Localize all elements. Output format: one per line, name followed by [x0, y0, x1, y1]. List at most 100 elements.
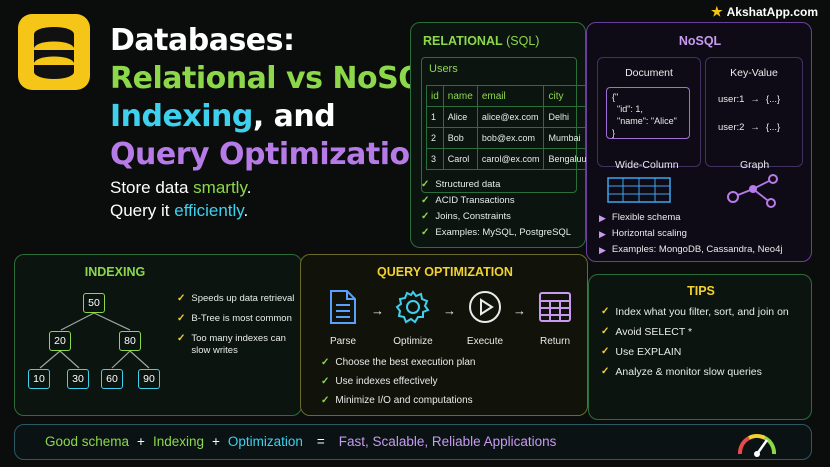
- check-icon: ✓: [177, 313, 186, 324]
- kv-key: user:2: [718, 122, 745, 133]
- kv-value: {...}: [765, 122, 781, 133]
- kv-row-1: user:1 → {...}: [718, 94, 780, 105]
- wide-column-table-icon: [607, 177, 671, 208]
- json-line: "name": "Alice": [612, 116, 677, 126]
- arrow-right-icon: →: [750, 94, 760, 105]
- check-icon: ✓: [601, 326, 610, 337]
- tips-title: TIPS: [687, 284, 715, 298]
- query-optimization-panel: QUERY OPTIMIZATION Parse → Optimize → Ex…: [300, 254, 588, 416]
- check-icon: ✓: [601, 306, 610, 317]
- tagline-line-2: Query it efficiently.: [110, 199, 251, 222]
- gauge-icon: [734, 426, 780, 463]
- table-row: 1 Alice alice@ex.com Delhi: [426, 106, 592, 128]
- btree-leaf-node: 10: [28, 369, 50, 389]
- nosql-panel: NoSQL Document {" "id": 1, "name": "Alic…: [586, 22, 812, 262]
- tip-text: Avoid SELECT *: [615, 326, 693, 338]
- step-label: Optimize: [393, 336, 433, 347]
- table-cell: bob@ex.com: [476, 127, 545, 149]
- arrow-right-icon: →: [371, 303, 384, 318]
- step-optimize: Optimize: [385, 289, 441, 347]
- footer-banner: Good schema + Indexing + Optimization = …: [14, 424, 812, 460]
- bullet-text: ACID Transactions: [435, 195, 515, 206]
- triangle-bullet-icon: ▶: [599, 229, 606, 239]
- check-icon: ✓: [421, 179, 430, 190]
- list-item: ✓ Examples: MySQL, PostgreSQL: [421, 225, 571, 241]
- gear-icon: [395, 290, 430, 324]
- document-json: {" "id": 1, "name": "Alice" }: [606, 87, 690, 139]
- check-icon: ✓: [177, 333, 186, 344]
- btree-leaf-node: 90: [138, 369, 160, 389]
- list-item: ✓Minimize I/O and computations: [321, 391, 476, 410]
- check-icon: ✓: [321, 376, 330, 387]
- btree-leaf-node: 30: [67, 369, 89, 389]
- table-cell: Alice: [442, 106, 478, 128]
- list-item: ✓Too many indexes can slow writes: [177, 333, 299, 357]
- step-label: Execute: [466, 336, 504, 347]
- footer-plus: +: [137, 434, 145, 449]
- footer-part-3: Optimization: [227, 434, 303, 449]
- col-header: id: [426, 85, 444, 107]
- title-line-3: Indexing, and: [110, 98, 453, 136]
- kv-row-2: user:2 → {...}: [718, 122, 780, 133]
- document-store-box: Document {" "id": 1, "name": "Alice" }: [597, 57, 701, 167]
- triangle-bullet-icon: ▶: [599, 213, 606, 223]
- kv-pair: user:1 → {...}: [718, 94, 780, 105]
- relational-panel: RELATIONAL (SQL) Users id name email cit…: [410, 22, 592, 248]
- table-cell: Bob: [442, 127, 478, 149]
- tips-panel: TIPS ✓ Index what you filter, sort, and j…: [588, 274, 812, 420]
- table-cell: carol@ex.com: [476, 148, 545, 170]
- tagline-2c: .: [243, 201, 249, 220]
- bullet-text: Flexible schema: [611, 212, 681, 223]
- list-item: ✓ Avoid SELECT *: [601, 325, 807, 339]
- step-parse: Parse: [315, 289, 371, 347]
- title-indexing: Indexing: [110, 99, 253, 134]
- footer-plus: +: [211, 434, 220, 449]
- title-line-2: Relational vs NoSQL,: [110, 61, 453, 96]
- title-line-4: Query Optimization: [110, 137, 431, 172]
- bullet-text: Examples: MySQL, PostgreSQL: [435, 227, 572, 238]
- tagline-1c: .: [246, 178, 252, 197]
- footer-equals: =: [316, 434, 325, 449]
- key-value-title: Key-Value: [730, 67, 778, 79]
- play-icon: [469, 291, 501, 323]
- indexing-bullets: ✓Speeds up data retrieval ✓B-Tree is mos…: [177, 293, 299, 365]
- table-row: 3 Carol carol@ex.com Bengaluu: [426, 148, 592, 170]
- kv-key: user:1: [718, 94, 745, 105]
- kv-pair: user:2 → {...}: [718, 122, 780, 133]
- table-row: 2 Bob bob@ex.com Mumbai: [426, 127, 592, 149]
- check-icon: ✓: [177, 293, 186, 304]
- database-icon: [18, 14, 90, 90]
- bullet-text: Speeds up data retrieval: [191, 293, 295, 304]
- check-icon: ✓: [421, 227, 430, 238]
- key-value-box: Key-Value user:1 → {...} user:2 → {...}: [705, 57, 803, 167]
- check-icon: ✓: [601, 346, 610, 357]
- step-return: Return: [527, 289, 583, 347]
- list-item: ✓ Index what you filter, sort, and join o…: [601, 305, 807, 319]
- col-header: city: [543, 85, 592, 107]
- relational-title-main: RELATIONAL: [423, 34, 503, 48]
- tip-text: Analyze & monitor slow queries: [615, 366, 762, 378]
- tip-text: Index what you filter, sort, and join on: [615, 306, 789, 318]
- arrow-right-icon: →: [513, 303, 526, 318]
- title-and: , and: [252, 99, 336, 134]
- tagline: Store data smartly. Query it efficiently…: [110, 176, 251, 222]
- document-icon: [330, 290, 356, 324]
- kv-value: {...}: [765, 94, 781, 105]
- list-item: ▶Examples: MongoDB, Cassandra, Neo4j: [599, 242, 782, 258]
- check-icon: ✓: [421, 195, 430, 206]
- tagline-1a: Store data: [110, 178, 194, 197]
- col-header: email: [476, 85, 545, 107]
- table-cell: Mumbai: [543, 127, 592, 149]
- users-table-box: Users id name email city 1 Alice alice@e…: [421, 57, 592, 193]
- list-item: ✓Structured data: [421, 177, 571, 193]
- bullet-text: Examples: MongoDB, Cassandra, Neo4j: [611, 244, 783, 255]
- table-cell: Delhi: [543, 106, 592, 128]
- list-item: ✓Choose the best execution plan: [321, 353, 476, 372]
- tagline-line-1: Store data smartly.: [110, 176, 251, 199]
- bullet-text: Choose the best execution plan: [335, 357, 476, 368]
- star-icon: ★: [710, 4, 723, 19]
- table-cell: 1: [426, 106, 444, 128]
- brand-label: ★ AkshatApp.com: [711, 4, 818, 20]
- step-execute: Execute: [457, 289, 513, 347]
- tagline-2b: efficiently: [174, 201, 244, 220]
